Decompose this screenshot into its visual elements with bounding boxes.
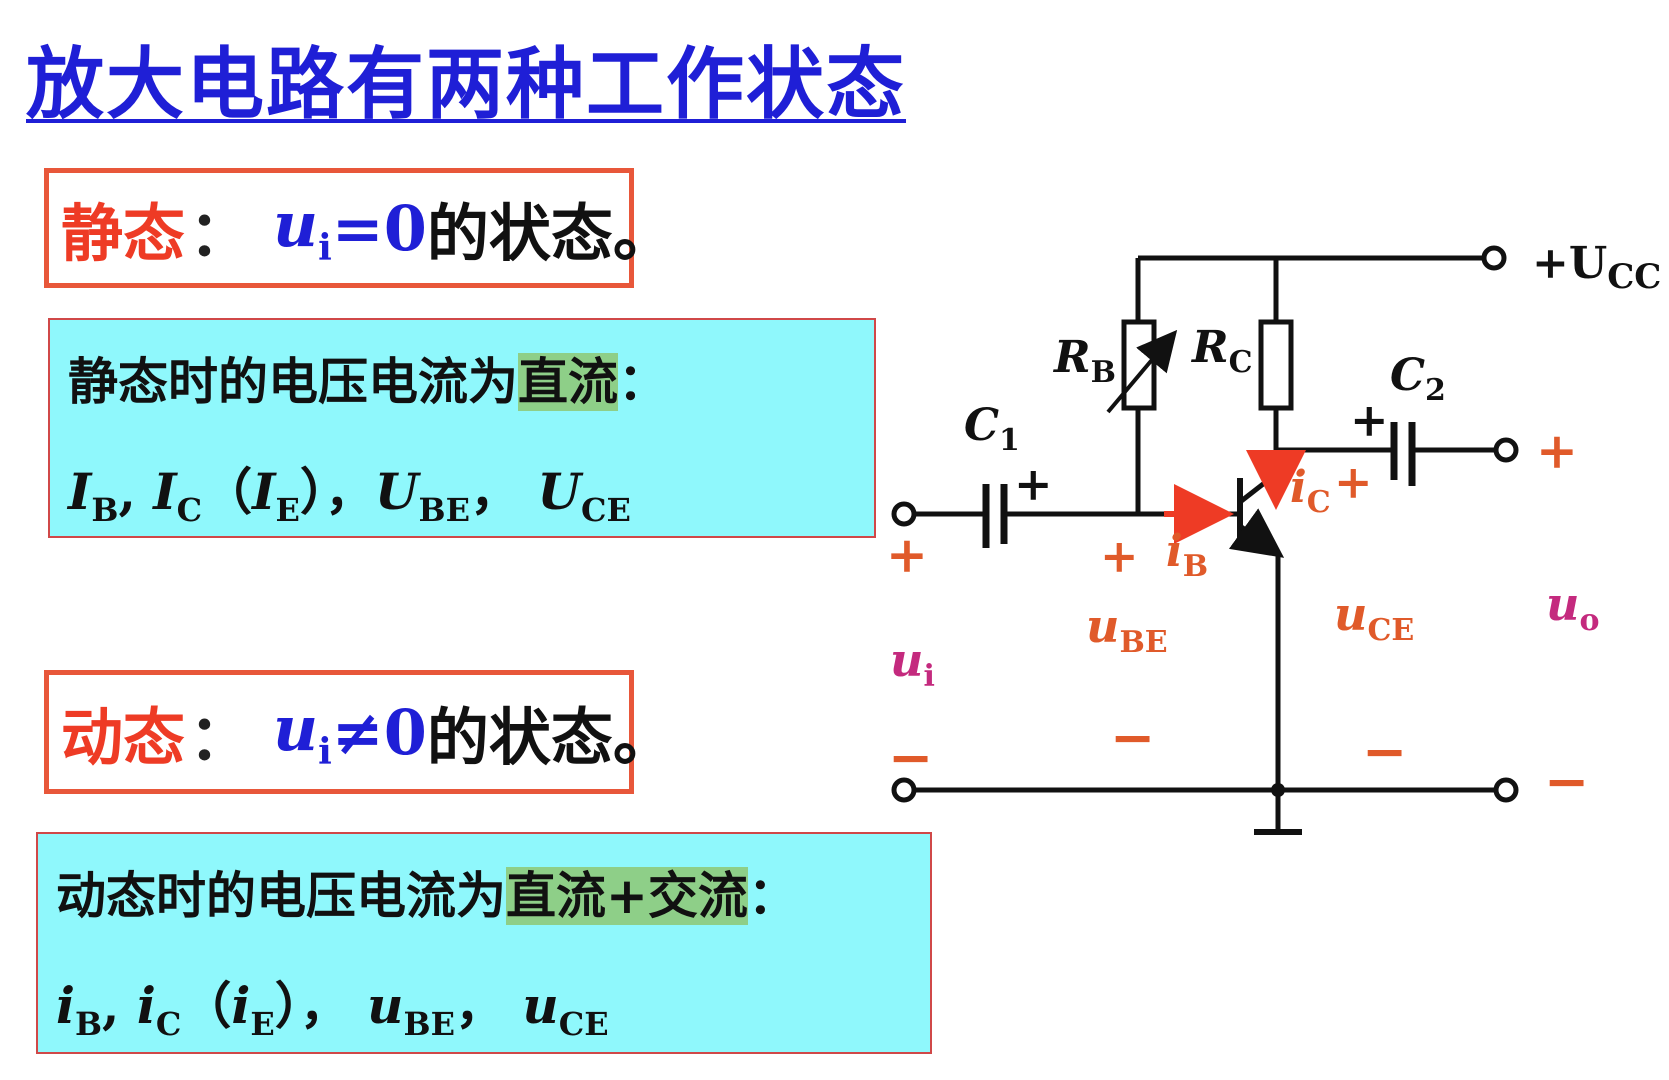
dynamic-label: 动态 <box>61 701 186 774</box>
dynamic-quantities: iB, iC（iE）， uBE， uCE <box>56 976 609 1043</box>
ube-label: uBE <box>1086 599 1168 660</box>
dynamic-colon: ： <box>189 701 252 774</box>
static-values-box: 静态时的电压电流为直流： IB, IC（IE），UBE， UCE <box>48 318 876 538</box>
rb-label: RB <box>1052 332 1116 390</box>
c1-label: C1 <box>964 400 1020 458</box>
ube-plus: + <box>1100 529 1139 583</box>
static-quantities: IB, IC（IE），UBE， UCE <box>68 462 631 529</box>
rb-variable-arrow <box>1106 329 1178 414</box>
transistor-emitter <box>1228 508 1285 558</box>
ube-minus: − <box>1110 705 1155 769</box>
static-rest: 的状态。 <box>426 197 675 270</box>
c1-polarity: + <box>1014 457 1053 511</box>
uce-label: uCE <box>1334 587 1414 648</box>
ucc-label: +UCC <box>1532 238 1661 297</box>
static-highlight-dc: 直流 <box>518 353 618 411</box>
uce-minus: − <box>1362 719 1407 783</box>
output-ground-terminal <box>1493 777 1519 803</box>
input-terminal <box>891 501 917 527</box>
ucc-terminal <box>1481 245 1507 271</box>
static-description: 静态时的电压电流为直流： <box>68 353 668 411</box>
dynamic-description: 动态时的电压电流为直流+交流： <box>56 867 798 925</box>
c2-polarity: + <box>1350 393 1389 447</box>
static-colon: ： <box>189 197 252 270</box>
static-condition: =0 <box>331 191 427 265</box>
static-state-box: 静态 ： ui =0 的状态。 <box>44 168 675 288</box>
uo-label: uo <box>1546 577 1599 638</box>
dynamic-state-box: 动态 ： ui ≠0 的状态。 <box>44 670 675 794</box>
output-terminal <box>1493 437 1519 463</box>
rc-resistor <box>1258 319 1294 411</box>
dynamic-rest: 的状态。 <box>426 701 675 774</box>
c2-label: C2 <box>1390 350 1446 408</box>
dynamic-highlight-dcac: 直流+交流 <box>506 867 748 925</box>
ib-label: iB <box>1166 526 1208 584</box>
dynamic-values-box: 动态时的电压电流为直流+交流： iB, iC（iE）， uBE， uCE <box>36 832 932 1054</box>
ui-label: ui <box>890 633 935 694</box>
uo-minus: − <box>1544 749 1589 813</box>
dynamic-ui-var: ui <box>273 691 332 773</box>
ui-plus: + <box>886 525 928 584</box>
rc-label: RC <box>1190 322 1252 380</box>
ui-minus: − <box>888 725 933 789</box>
ground-junction <box>1271 783 1285 797</box>
uce-plus: + <box>1334 455 1373 509</box>
transistor-collector <box>1238 472 1278 504</box>
page-title: 放大电路有两种工作状态 <box>26 40 907 130</box>
dynamic-condition: ≠0 <box>331 695 427 769</box>
ic-label: iC <box>1290 462 1331 520</box>
uo-plus: + <box>1536 421 1578 480</box>
static-label: 静态 <box>61 197 186 270</box>
static-ui-var: ui <box>273 187 332 269</box>
